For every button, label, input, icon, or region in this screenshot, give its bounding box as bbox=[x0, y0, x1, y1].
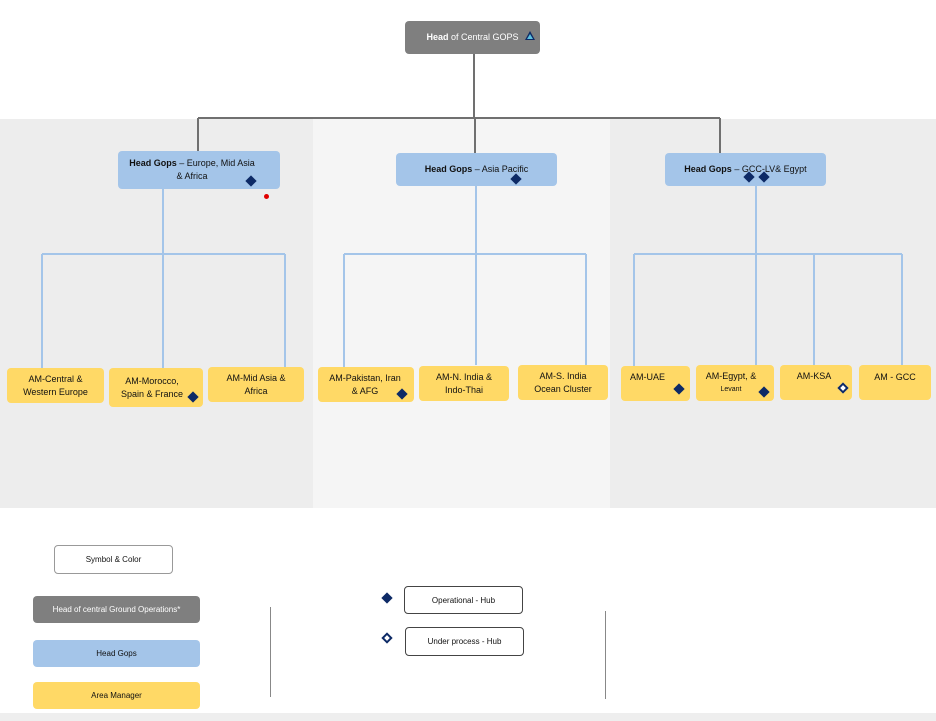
legend-head-central-box: Head of central Ground Operations* bbox=[33, 596, 200, 623]
am-n-india-indo-thai-label: AM-N. India & Indo-Thai bbox=[435, 371, 493, 395]
am-egypt-label: AM-Egypt, & bbox=[705, 371, 757, 381]
legend-head-gops-label: Head Gops bbox=[96, 649, 137, 658]
red-dot-icon bbox=[264, 194, 269, 199]
head-gops-asia-text: – Asia Pacific bbox=[472, 164, 529, 174]
am-gcc-label: AM - GCC bbox=[874, 372, 916, 382]
legend-head-central-label: Head of central Ground Operations* bbox=[52, 605, 181, 614]
legend-area-manager-box: Area Manager bbox=[33, 682, 200, 709]
am-uae-label: AM-UAE bbox=[629, 372, 665, 382]
triangle-icon bbox=[525, 31, 535, 40]
am-ksa-box: AM-KSA bbox=[780, 365, 852, 400]
legend-operational-hub-label: Operational - Hub bbox=[431, 595, 496, 605]
legend-under-process-hub-label: Under process - Hub bbox=[427, 637, 502, 646]
head-gops-gcc-text: – GCC-LV& Egypt bbox=[731, 164, 807, 174]
legend-divider-left bbox=[270, 607, 271, 697]
am-s-india-ocean-cluster-box: AM-S. India Ocean Cluster bbox=[518, 365, 608, 400]
am-mid-asia-africa-label: AM-Mid Asia & Africa bbox=[226, 372, 286, 396]
am-pakistan-iran-afg-label: AM-Pakistan, Iran & AFG bbox=[329, 372, 401, 396]
head-central-text: of Central GOPS bbox=[448, 32, 519, 42]
am-mid-asia-africa-box: AM-Mid Asia & Africa bbox=[208, 367, 304, 402]
head-gops-asia-pacific-box: Head Gops – Asia Pacific bbox=[396, 153, 557, 186]
head-central-bold: Head bbox=[426, 32, 449, 42]
am-n-india-indo-thai-box: AM-N. India & Indo-Thai bbox=[419, 366, 509, 401]
head-gops-europe-text: – Europe, Mid Asia & Africa bbox=[176, 158, 255, 181]
head-gops-gcc-bold: Head Gops bbox=[684, 164, 732, 174]
legend-title-box: Symbol & Color bbox=[54, 545, 173, 574]
am-morocco-spain-france-label: AM-Morocco, Spain & France bbox=[120, 375, 184, 399]
am-gcc-box: AM - GCC bbox=[859, 365, 931, 400]
head-gops-europe-bold: Head Gops bbox=[129, 158, 177, 168]
am-s-india-ocean-cluster-label: AM-S. India Ocean Cluster bbox=[534, 370, 592, 394]
head-central-gops-box: Head of Central GOPS bbox=[405, 21, 540, 54]
am-central-western-europe-box: AM-Central & Western Europe bbox=[7, 368, 104, 403]
legend-under-process-hub-box: Under process - Hub bbox=[405, 627, 524, 656]
am-morocco-spain-france-box: AM-Morocco, Spain & France bbox=[109, 368, 203, 407]
legend-divider-right bbox=[605, 611, 606, 699]
legend-operational-hub-box: Operational - Hub bbox=[404, 586, 523, 614]
legend-title: Symbol & Color bbox=[85, 555, 142, 564]
am-levant-label: Levant bbox=[720, 386, 742, 393]
legend-head-gops-box: Head Gops bbox=[33, 640, 200, 667]
am-ksa-label: AM-KSA bbox=[796, 371, 832, 381]
head-gops-asia-bold: Head Gops bbox=[424, 164, 473, 174]
am-central-western-europe-label: AM-Central & Western Europe bbox=[23, 373, 88, 397]
head-gops-europe-box: Head Gops – Europe, Mid Asia & Africa bbox=[118, 151, 280, 189]
bottom-strip bbox=[0, 713, 936, 721]
legend-area-manager-label: Area Manager bbox=[91, 691, 142, 700]
head-gops-gcc-box: Head Gops – GCC-LV& Egypt bbox=[665, 153, 826, 186]
